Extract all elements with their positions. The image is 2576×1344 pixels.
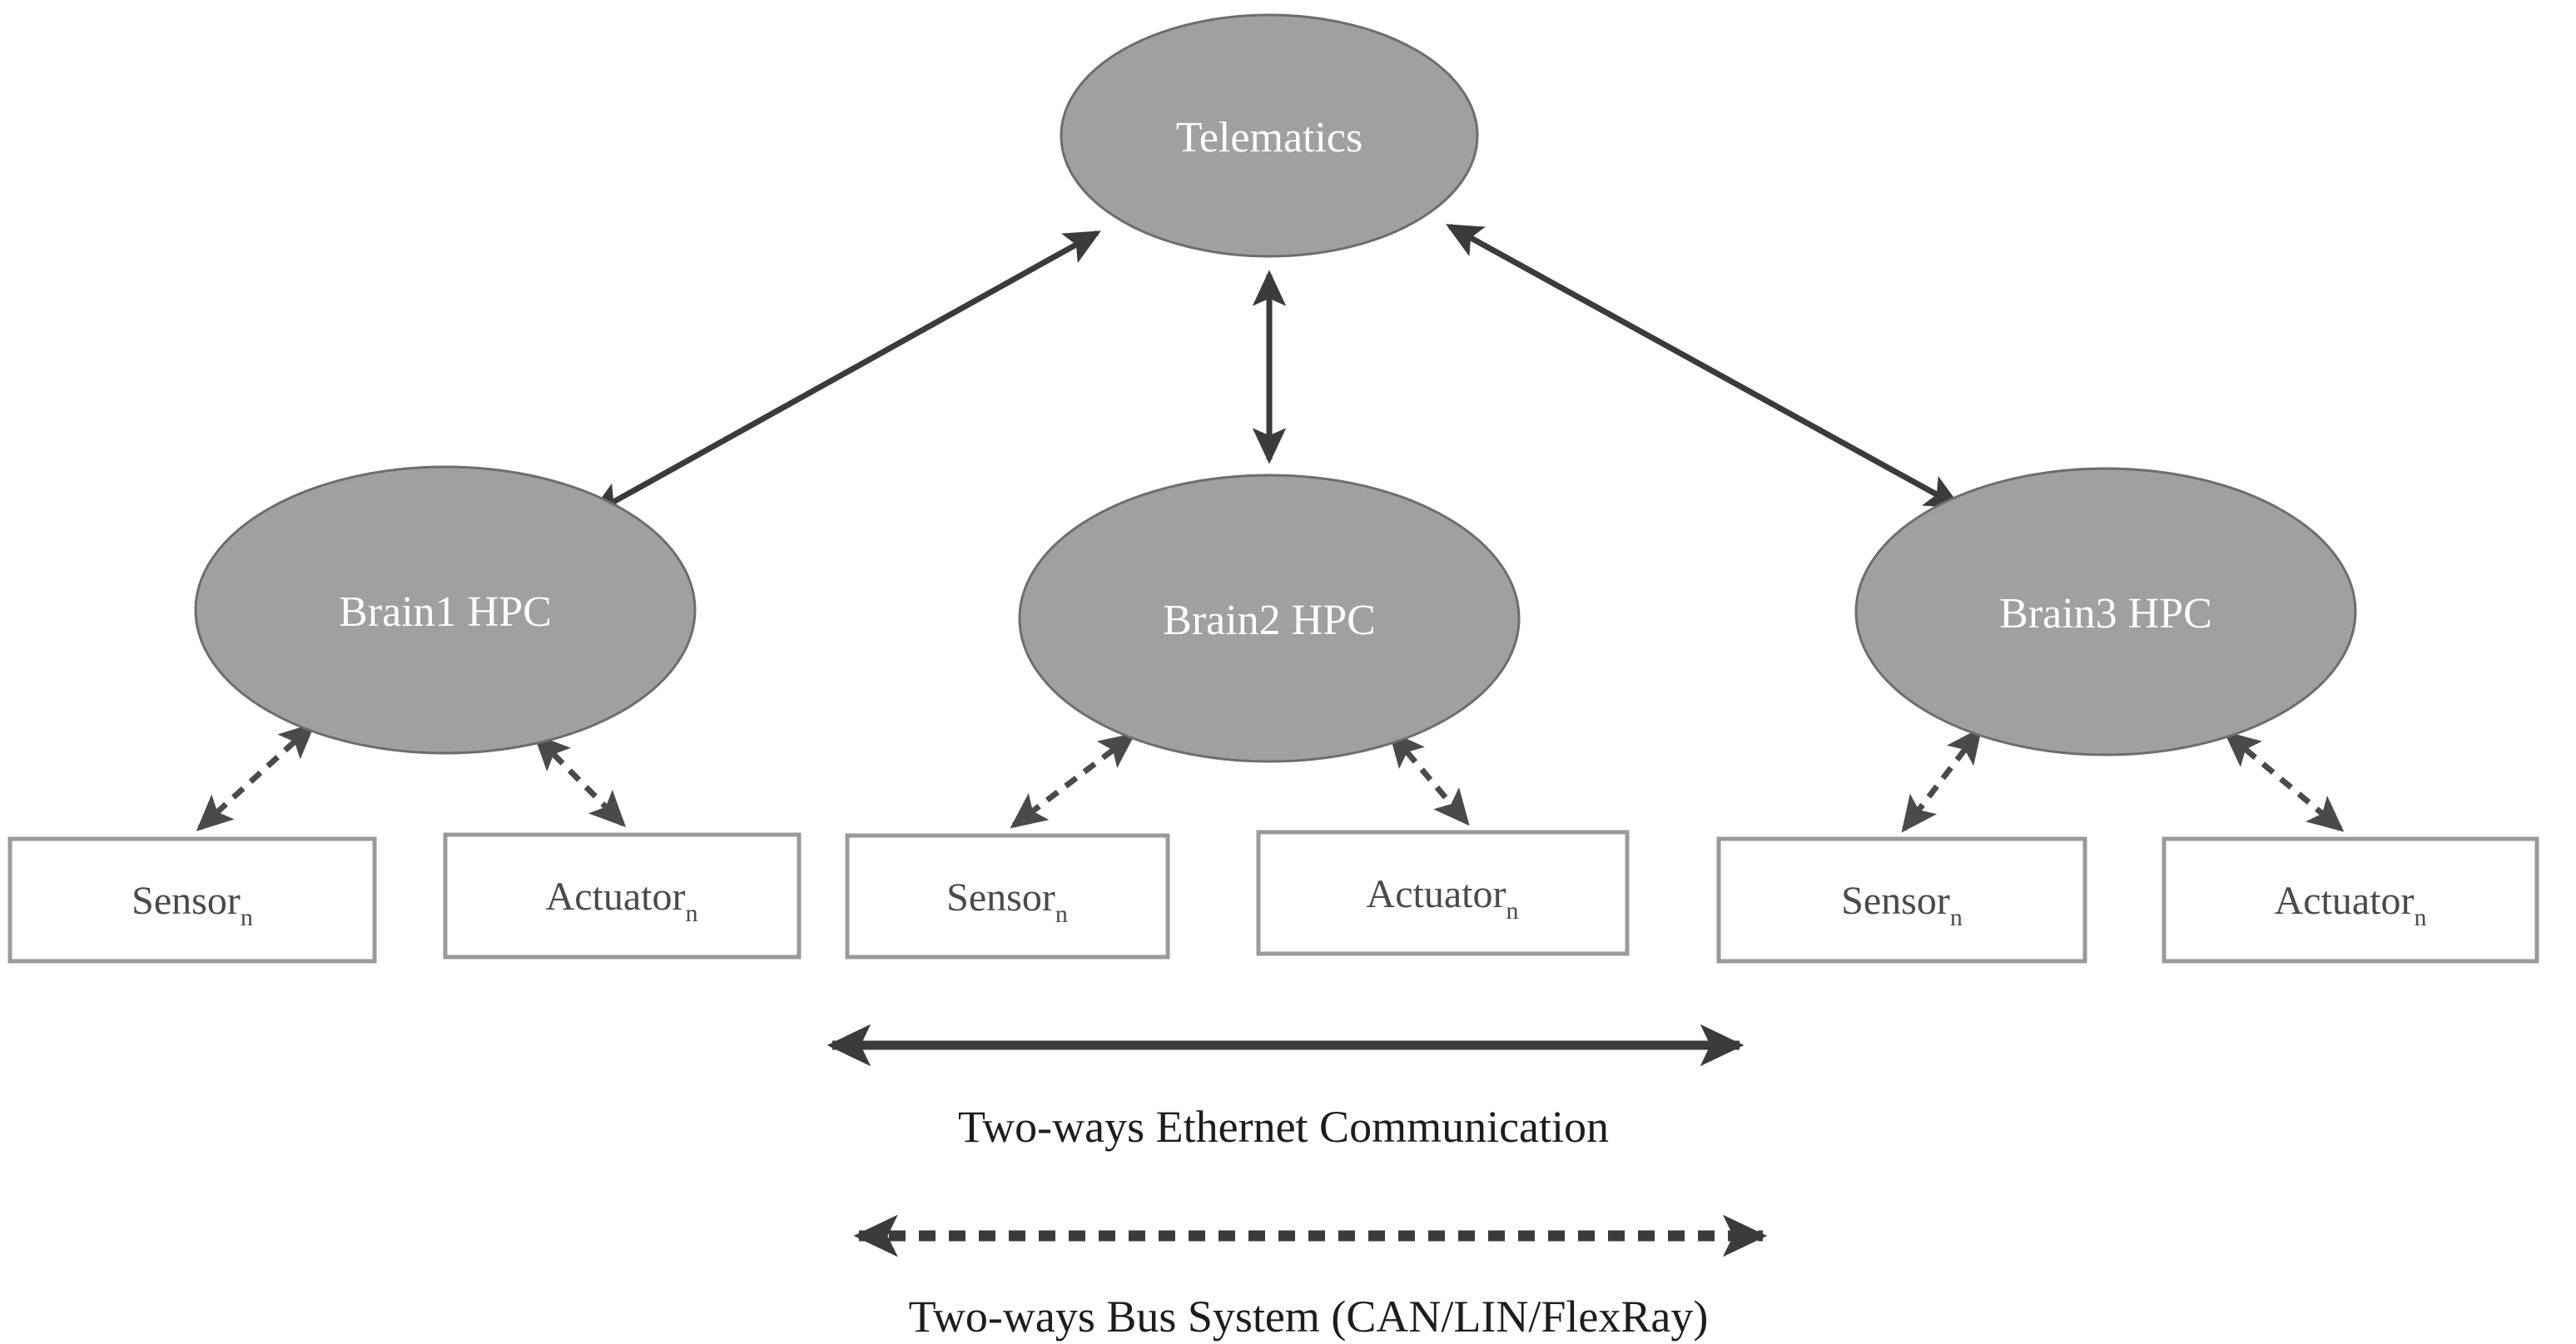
brain2-label: Brain2 HPC <box>1163 597 1376 644</box>
link-brain3-actuator3 <box>2223 731 2345 832</box>
node-telematics[interactable]: Telematics <box>1060 13 1479 258</box>
leaf-actuator3[interactable]: Actuatorn <box>2162 836 2539 964</box>
sensor1-base: Sensor <box>132 879 241 923</box>
leaf-actuator1[interactable]: Actuatorn <box>443 832 802 960</box>
actuator2-subscript: n <box>1506 897 1518 925</box>
annotation-ethernet: Two-ways Ethernet Communication <box>826 1024 1745 1152</box>
link-brain2-actuator2 <box>1388 730 1470 826</box>
actuator2-box[interactable] <box>1256 830 1630 956</box>
root-branch-links <box>588 223 1962 517</box>
actuator1-base: Actuator <box>546 875 686 919</box>
sensor1-box[interactable] <box>7 836 377 964</box>
leaf-sensor1[interactable]: Sensorn <box>7 836 377 964</box>
sensor3-box[interactable] <box>1716 836 2087 964</box>
leaf-sensor3[interactable]: Sensorn <box>1716 836 2087 964</box>
telematics-ellipse[interactable] <box>1060 13 1479 258</box>
brain1-ellipse[interactable] <box>194 465 697 755</box>
brain3-label: Brain3 HPC <box>1999 590 2212 637</box>
sensor3-base: Sensor <box>1841 879 1950 923</box>
link-brain1-actuator1 <box>534 734 626 827</box>
sensor3-label: Sensorn <box>1841 879 1963 931</box>
actuator2-label: Actuatorn <box>1367 872 1519 925</box>
actuator1-label: Actuatorn <box>546 875 698 927</box>
node-brain3[interactable]: Brain3 HPC <box>1854 467 2357 756</box>
leaf-sensor2[interactable]: Sensorn <box>845 833 1170 960</box>
sensor2-base: Sensor <box>946 875 1055 920</box>
actuator1-box[interactable] <box>443 832 802 960</box>
actuator3-base: Actuator <box>2275 879 2415 923</box>
sensor3-subscript: n <box>1950 904 1963 931</box>
actuator3-subscript: n <box>2414 904 2426 931</box>
link-telematics-brain1 <box>588 230 1101 517</box>
actuator1-subscript: n <box>685 900 697 927</box>
brain3-ellipse[interactable] <box>1854 467 2357 756</box>
node-brain2[interactable]: Brain2 HPC <box>1018 474 1521 763</box>
actuator3-box[interactable] <box>2162 836 2539 964</box>
sensor2-box[interactable] <box>845 833 1170 960</box>
actuator2-base: Actuator <box>1367 872 1506 916</box>
link-brain1-sensor1 <box>196 722 316 831</box>
leaf-actuator2[interactable]: Actuatorn <box>1256 830 1630 956</box>
sensor2-subscript: n <box>1055 900 1068 928</box>
sensor2-label: Sensorn <box>946 875 1068 928</box>
telematics-label: Telematics <box>1176 114 1362 161</box>
link-telematics-brain3 <box>1446 223 1962 509</box>
node-brain1[interactable]: Brain1 HPC <box>194 465 697 755</box>
branch-leaf-links <box>196 722 2345 833</box>
link-brain3-sensor3 <box>1901 727 1983 833</box>
bus-label: Two-ways Bus System (CAN/LIN/FlexRay) <box>909 1292 1709 1342</box>
link-brain2-sensor2 <box>1010 732 1136 829</box>
annotation-bus: Two-ways Bus System (CAN/LIN/FlexRay) <box>853 1214 1768 1342</box>
brain2-ellipse[interactable] <box>1018 474 1521 763</box>
actuator3-label: Actuatorn <box>2275 879 2427 931</box>
brain1-label: Brain1 HPC <box>339 588 552 636</box>
sensor1-label: Sensorn <box>132 879 253 931</box>
sensor1-subscript: n <box>241 904 253 931</box>
ethernet-label: Two-ways Ethernet Communication <box>958 1102 1609 1152</box>
